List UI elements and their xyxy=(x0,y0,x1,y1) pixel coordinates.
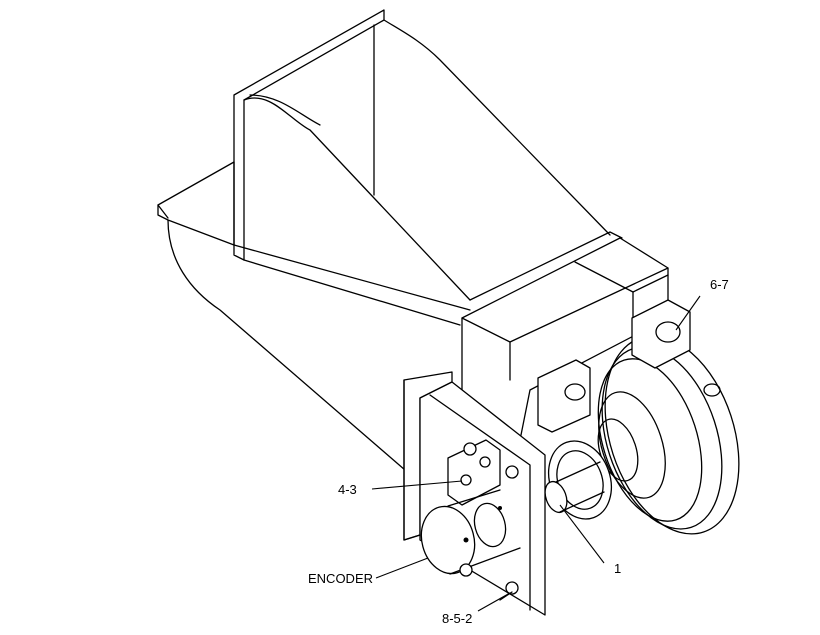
callout-encoder: ENCODER xyxy=(308,557,429,586)
callout-label-6-7: 6-7 xyxy=(710,277,729,292)
hopper-body xyxy=(157,9,623,471)
callout-label-1: 1 xyxy=(614,561,621,576)
callout-6-7: 6-7 xyxy=(675,277,729,331)
callout-4-3: 4-3 xyxy=(338,480,463,497)
callout-label-8-5-2: 8-5-2 xyxy=(442,611,472,626)
callout-1: 1 xyxy=(559,504,621,576)
shaft-bearing xyxy=(544,440,612,520)
pulley xyxy=(537,299,740,535)
encoder-assembly xyxy=(420,439,521,601)
callout-label-encoder: ENCODER xyxy=(308,571,373,586)
callout-8-5-2: 8-5-2 xyxy=(442,592,511,626)
callout-label-4-3: 4-3 xyxy=(338,482,357,497)
